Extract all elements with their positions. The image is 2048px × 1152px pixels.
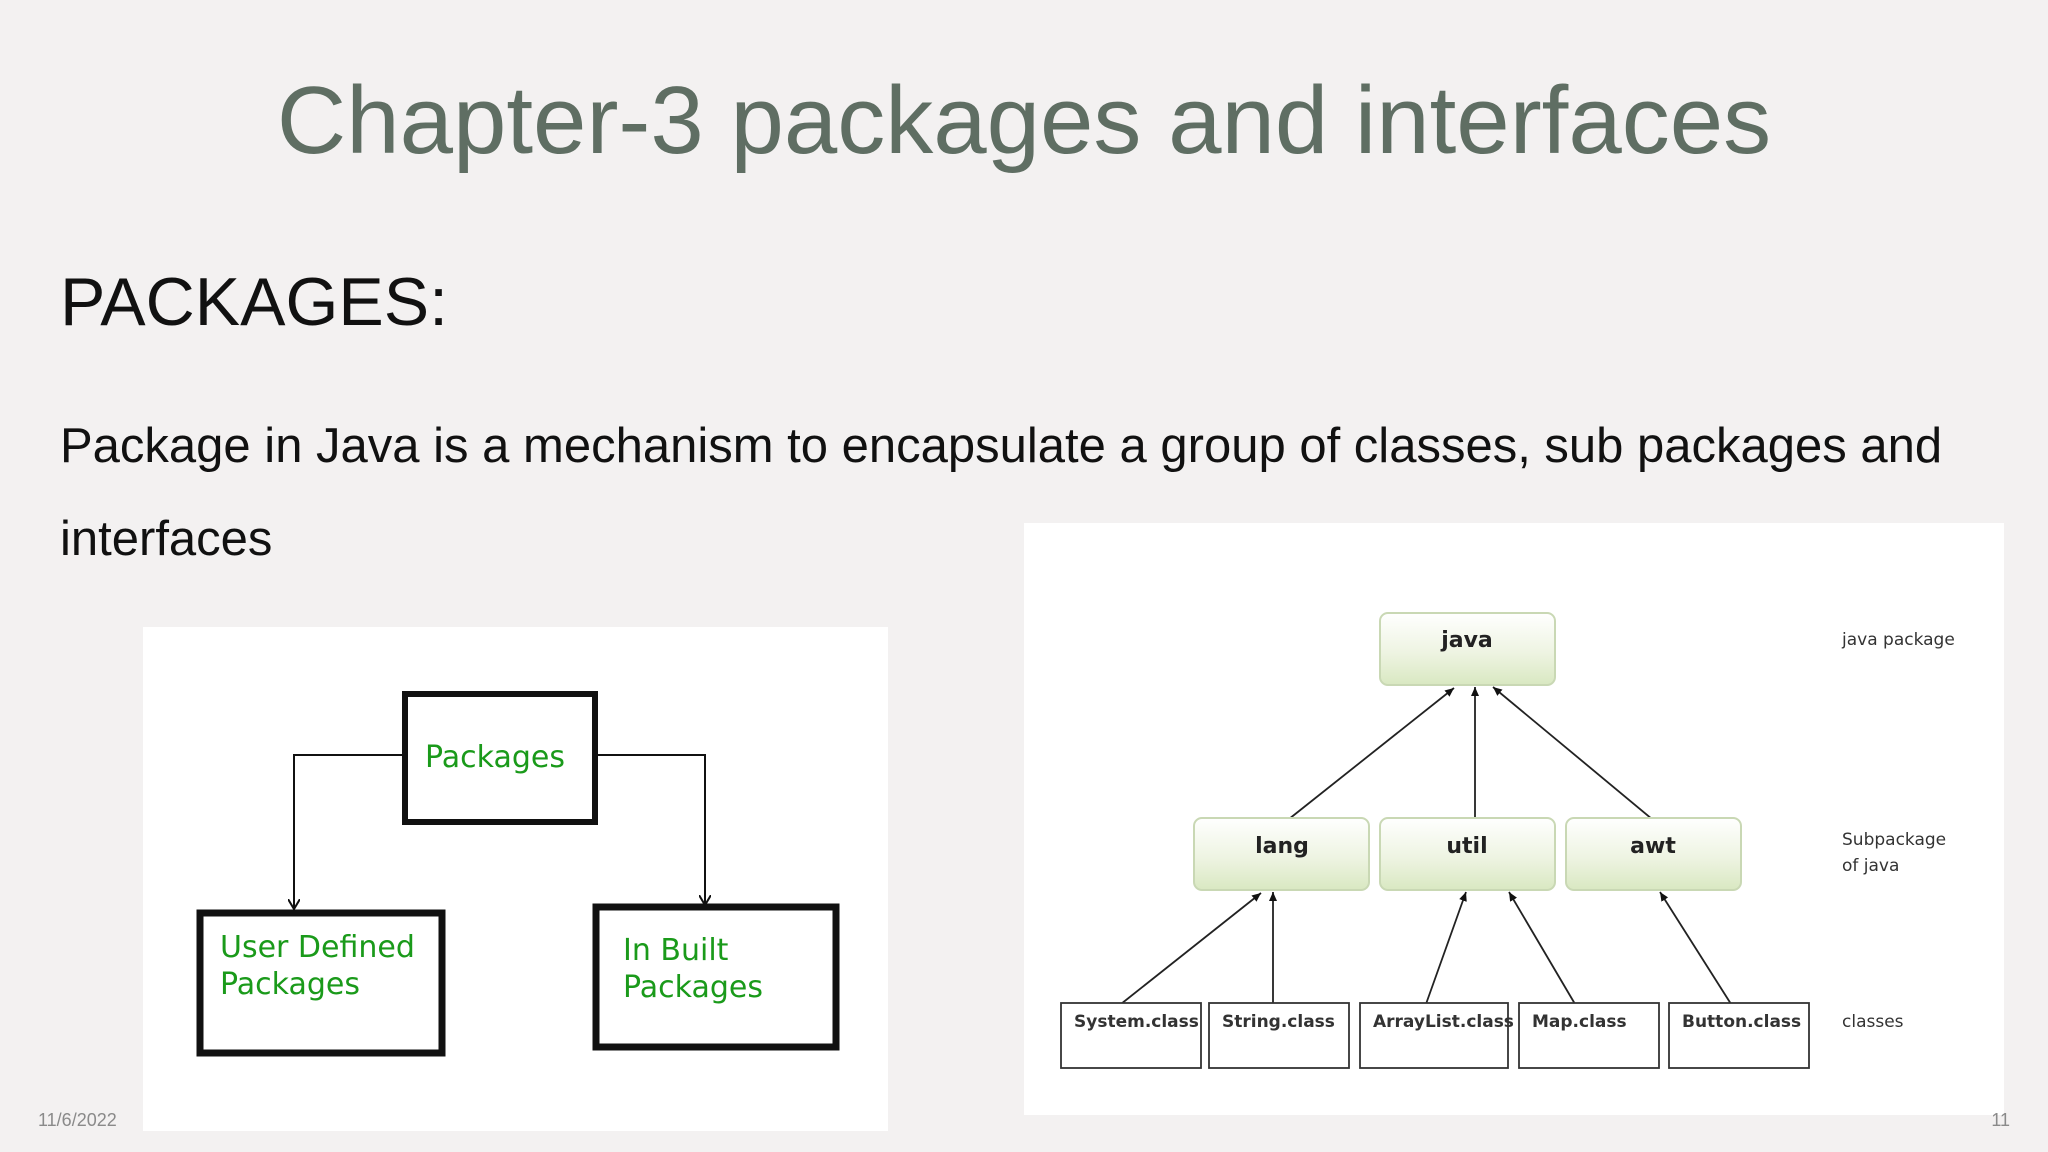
user-defined-label-line1: User Defined [220, 930, 415, 965]
connector-map-util [1508, 891, 1576, 1005]
footer-page-number: 11 [1991, 1110, 2010, 1130]
slide-title: Chapter-3 packages and interfaces [276, 67, 1772, 174]
awt-node-label: awt [1630, 834, 1676, 859]
button-class-box [1668, 1002, 1810, 1069]
button-class-label: Button.class [1682, 1012, 1801, 1032]
connector-button-awt [1659, 891, 1732, 1005]
in-built-label-line2: Packages [623, 970, 763, 1005]
user-defined-packages-box [196, 909, 446, 1057]
packages-label: Packages [425, 740, 565, 775]
section-heading: PACKAGES: [60, 264, 448, 340]
packages-box [402, 691, 598, 825]
in-built-packages-box [592, 903, 840, 1051]
connector-awt-java [1492, 686, 1653, 820]
system-class-box [1060, 1002, 1202, 1069]
connector-system-lang [1120, 892, 1262, 1005]
legend-java-package: java package [1841, 630, 1955, 650]
connector-lang-java [1288, 687, 1455, 820]
user-defined-label-line2: Packages [220, 967, 360, 1002]
arraylist-class-label: ArrayList.class [1373, 1012, 1514, 1032]
map-class-label: Map.class [1532, 1012, 1627, 1032]
java-hierarchy-diagram: java lang util awt System.class String.c… [1024, 523, 2004, 1115]
lang-node-label: lang [1255, 834, 1309, 859]
connector-packages-in-built [596, 754, 705, 905]
map-class-box [1518, 1002, 1660, 1069]
awt-node [1565, 817, 1742, 891]
package-types-diagram: Packages User Defined Packages In Built … [143, 627, 888, 1131]
legend-classes: classes [1842, 1012, 1904, 1032]
system-class-label: System.class [1074, 1012, 1199, 1032]
legend-subpackage-line2: of java [1842, 856, 1899, 876]
util-node-label: util [1446, 834, 1487, 859]
connector-arraylist-util [1425, 891, 1467, 1005]
arraylist-class-box [1359, 1002, 1509, 1069]
connector-packages-user-defined [294, 754, 404, 909]
in-built-label-line1: In Built [623, 933, 729, 968]
util-node [1379, 817, 1556, 891]
string-class-label: String.class [1222, 1012, 1335, 1032]
java-node-label: java [1440, 628, 1493, 653]
legend-subpackage-line1: Subpackage [1842, 830, 1946, 850]
body-paragraph: Package in Java is a mechanism to encaps… [60, 419, 1943, 566]
string-class-box [1208, 1002, 1350, 1069]
lang-node [1193, 817, 1370, 891]
footer-date: 11/6/2022 [38, 1110, 117, 1130]
java-node [1379, 612, 1556, 686]
